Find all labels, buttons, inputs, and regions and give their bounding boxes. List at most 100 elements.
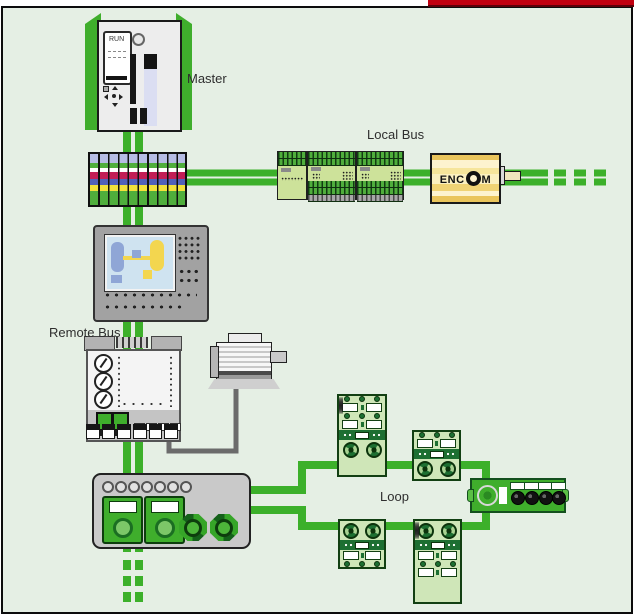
label-row <box>339 402 385 413</box>
bus-band <box>339 430 385 440</box>
hmi-panel <box>93 225 209 322</box>
status-leds <box>390 171 401 180</box>
mimic-block <box>143 270 152 279</box>
terminal-dots <box>116 355 122 407</box>
bus-band <box>414 449 459 459</box>
display-line <box>108 51 126 52</box>
terminal-row <box>308 181 355 188</box>
master-port <box>140 108 147 124</box>
starter-terminal-row <box>86 424 179 439</box>
master-display: RUN <box>103 31 132 85</box>
led-row <box>339 396 385 402</box>
master-card-slot <box>130 54 136 104</box>
module-label <box>281 168 291 172</box>
terminal-row <box>357 159 403 166</box>
sensor-distribution-box <box>467 478 569 513</box>
terminal <box>164 424 179 439</box>
port-label <box>510 482 525 490</box>
hex-connector <box>210 514 238 541</box>
terminal-row <box>357 152 403 159</box>
fieldline-module <box>338 519 386 569</box>
starter-front-panel <box>86 349 181 414</box>
master-body: RUN <box>97 20 182 132</box>
arrow-right-icon <box>119 94 123 100</box>
m12-port-group <box>551 481 566 510</box>
label-row <box>339 419 385 430</box>
status-leds <box>342 171 353 180</box>
m12-port <box>552 491 566 505</box>
encoder-shaft <box>504 171 521 181</box>
rotary-switch <box>94 390 113 409</box>
arrow-left-icon <box>104 94 108 100</box>
accent-bar <box>428 0 634 7</box>
led-row <box>340 561 384 567</box>
terminal <box>86 424 100 439</box>
mimic-block <box>111 275 122 283</box>
m12-port <box>417 522 419 539</box>
terminal-row <box>357 181 403 188</box>
escape-key-icon <box>103 86 109 92</box>
local-bus-label: Local Bus <box>367 127 425 142</box>
terminal <box>101 424 116 439</box>
motor <box>208 333 287 390</box>
m12-port <box>511 491 525 505</box>
inline-io-station <box>277 151 404 202</box>
master-port <box>130 108 137 124</box>
module-label <box>108 501 137 513</box>
status-leds <box>361 173 369 180</box>
led <box>128 481 140 493</box>
m12-port-group <box>524 481 539 510</box>
terminal-dots <box>168 355 174 407</box>
bus-ports <box>340 521 384 540</box>
fieldline-module <box>337 394 387 477</box>
motor-end-cap <box>210 346 219 378</box>
rotary-switch <box>94 354 113 373</box>
hmi-nav-keys <box>178 267 200 285</box>
mimic-tank-yellow <box>150 240 164 271</box>
green-io-module <box>144 496 185 544</box>
round-connector <box>112 518 133 538</box>
label-row <box>414 438 459 449</box>
terminal <box>117 424 132 439</box>
label-row <box>415 550 460 561</box>
status-leds <box>312 173 320 180</box>
terminal-block-strip <box>88 152 187 207</box>
mount-tab <box>467 489 474 502</box>
led <box>154 481 166 493</box>
master-round-button <box>132 33 145 46</box>
hmi-function-keys-row <box>103 303 185 311</box>
label-row <box>340 550 384 561</box>
master-connector-block <box>144 54 157 69</box>
hmi-screen <box>104 234 176 292</box>
encoder-brand-right: M <box>481 174 492 186</box>
loop-label: Loop <box>380 489 409 504</box>
green-io-module <box>102 496 143 544</box>
terminal <box>133 424 147 439</box>
led-row <box>415 561 460 567</box>
led <box>141 481 153 493</box>
bus-ports <box>414 459 459 479</box>
terminal-row <box>357 188 403 195</box>
bus-ports <box>339 440 385 459</box>
terminal-row <box>308 188 355 195</box>
round-connector <box>154 518 175 538</box>
mimic-tank-blue <box>111 242 124 272</box>
mimic-pipe <box>123 256 151 260</box>
bus-coupler <box>277 151 307 200</box>
motor-starter <box>83 335 182 442</box>
motor-body <box>216 342 272 382</box>
port-label <box>524 482 539 490</box>
status-leds <box>281 177 303 181</box>
display-bar <box>106 76 127 80</box>
label-row <box>415 567 460 578</box>
hmi-process-mimic <box>107 237 173 289</box>
arrow-up-icon <box>112 86 118 90</box>
bus-ports <box>415 521 460 540</box>
module-label <box>150 501 179 513</box>
m12-port <box>341 397 343 414</box>
bus-port <box>418 522 435 539</box>
bus-port <box>365 522 381 539</box>
bus-port <box>365 441 382 458</box>
m12-port-group <box>538 481 553 510</box>
